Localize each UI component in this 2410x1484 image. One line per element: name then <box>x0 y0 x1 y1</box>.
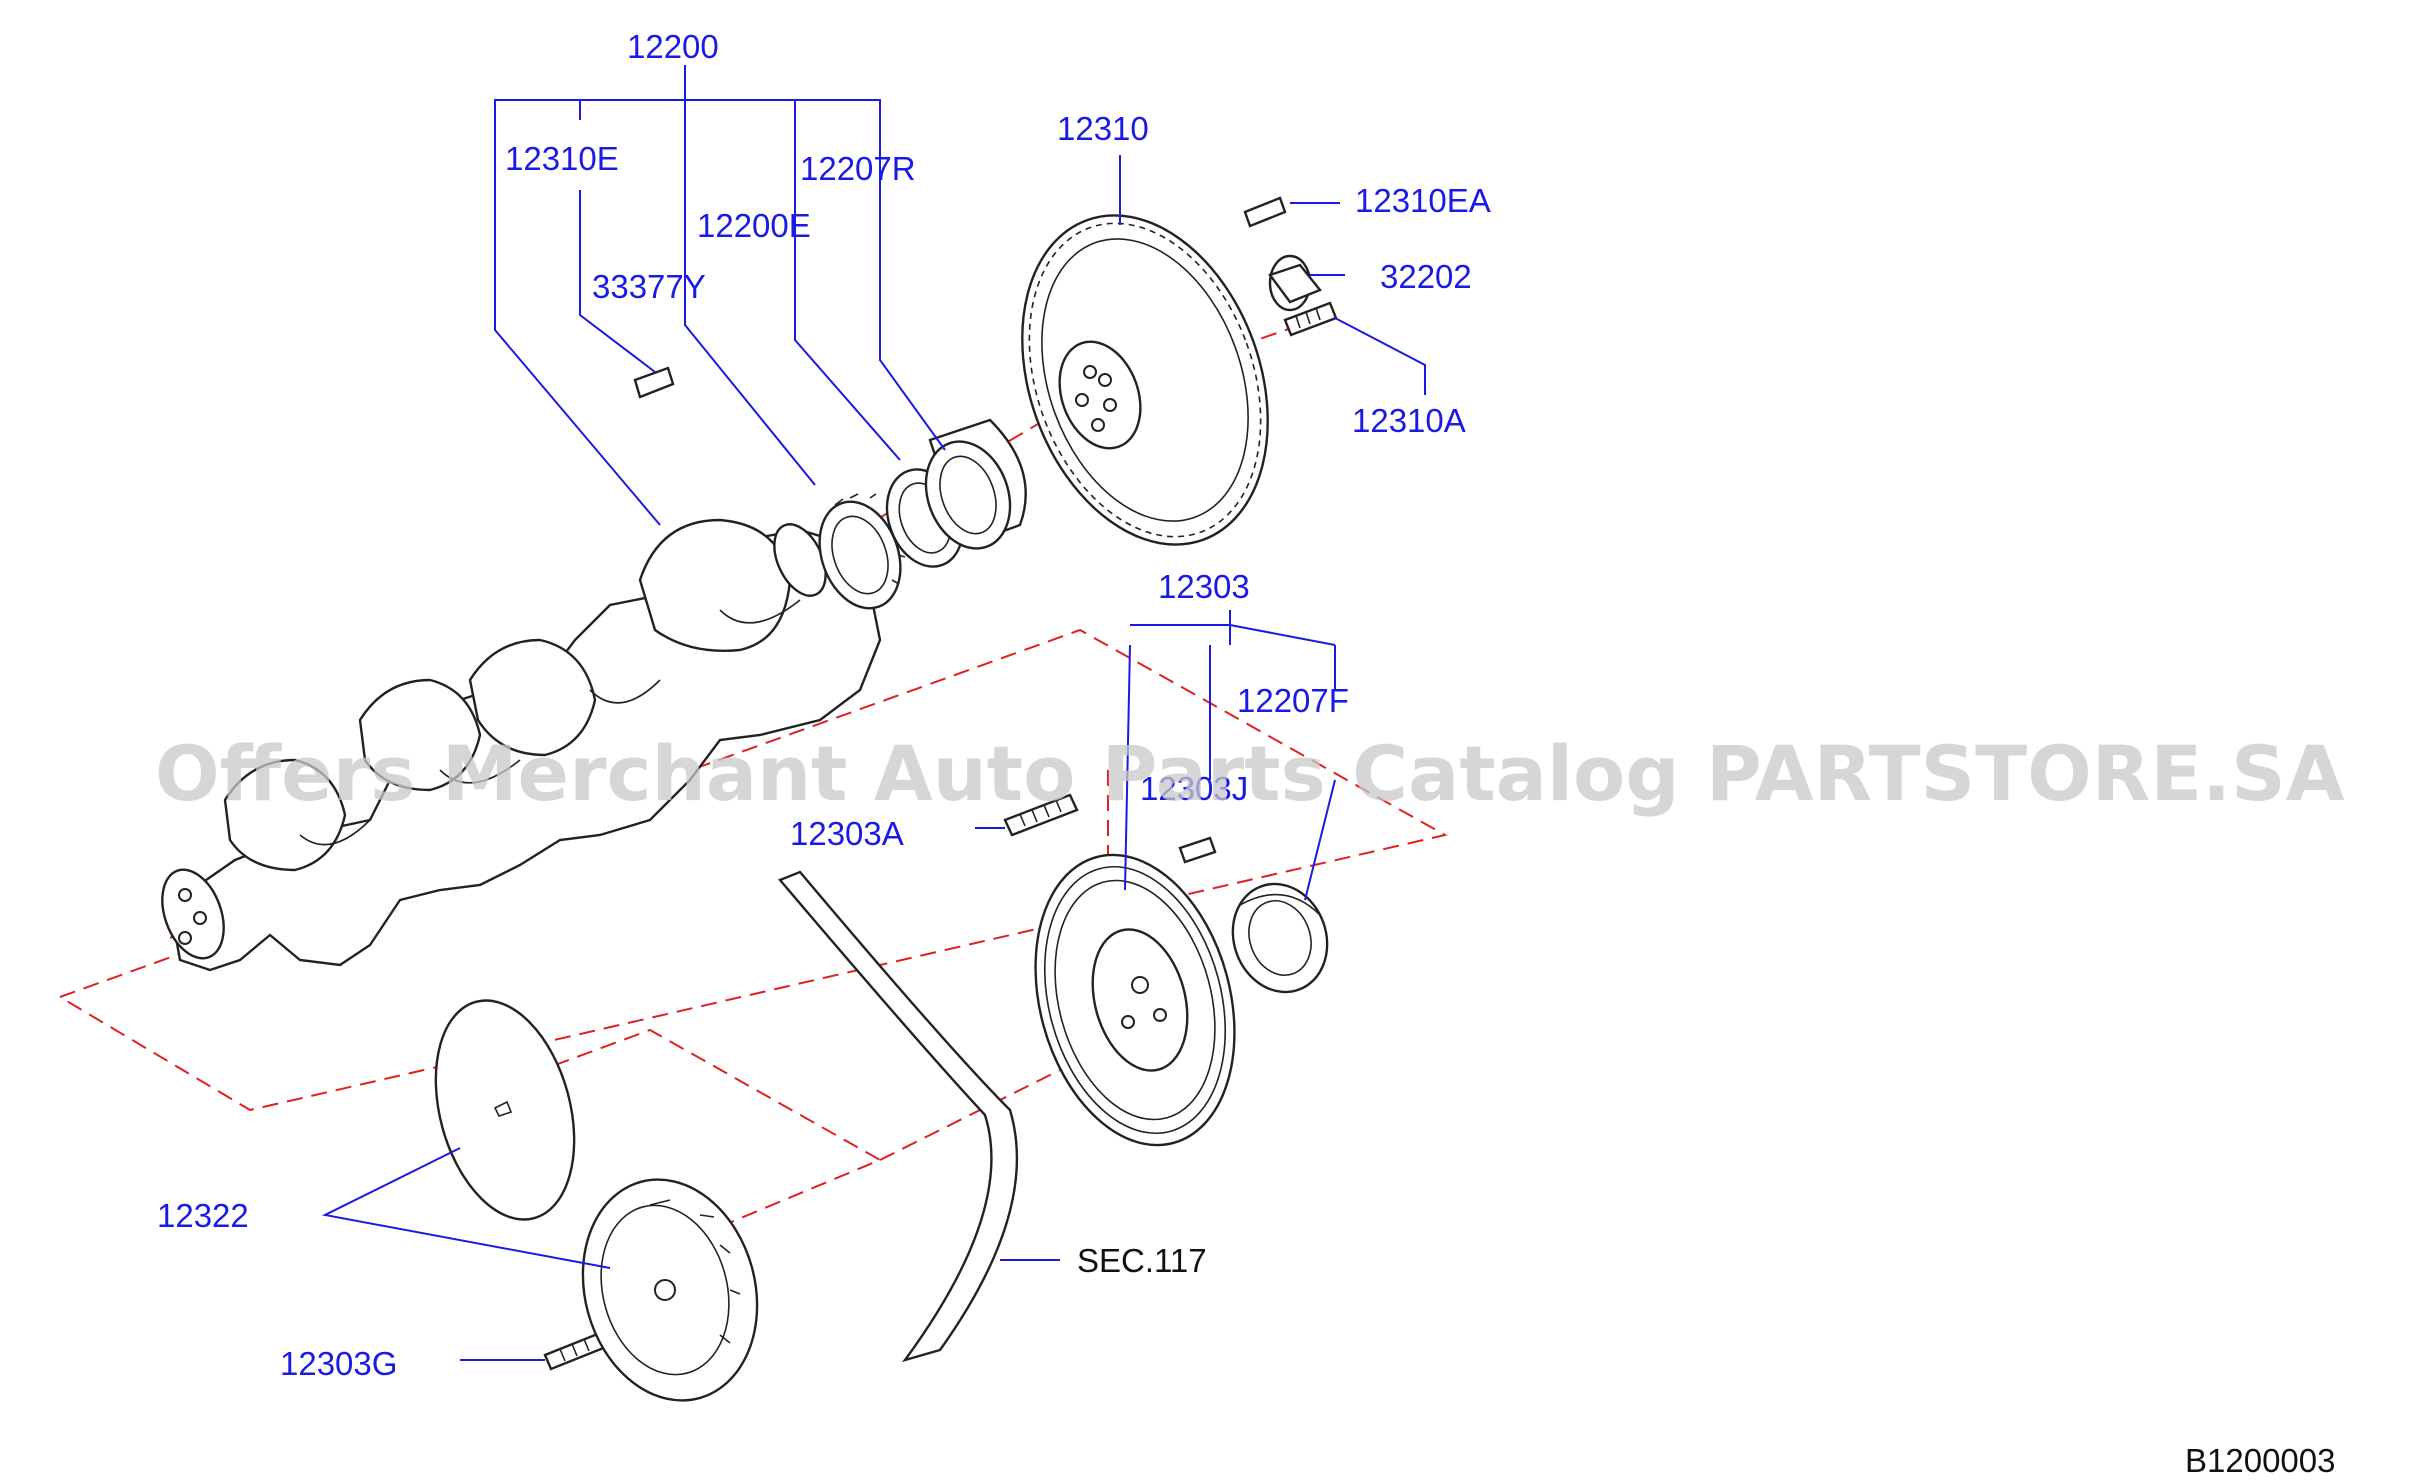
part-labels: 12200 12310E 12207R 12200E 33377Y 12310 … <box>157 28 1491 1382</box>
label-12303G: 12303G <box>280 1345 397 1382</box>
label-12310: 12310 <box>1057 110 1149 147</box>
crankshaft <box>161 518 882 972</box>
rear-gear <box>818 493 906 610</box>
label-12200: 12200 <box>627 28 719 65</box>
label-32202: 32202 <box>1380 258 1472 295</box>
crank-pulley <box>1034 853 1236 1147</box>
damper-housing <box>581 1178 759 1402</box>
label-12322: 12322 <box>157 1197 249 1234</box>
label-sec117: SEC.117 <box>1077 1242 1207 1279</box>
label-12310E: 12310E <box>505 140 619 177</box>
label-12207R: 12207R <box>800 150 916 187</box>
damper-plate <box>434 999 576 1221</box>
label-12310EA: 12310EA <box>1355 182 1491 219</box>
rear-seal <box>924 418 1027 550</box>
label-33377Y: 33377Y <box>592 268 706 305</box>
label-12303: 12303 <box>1158 568 1250 605</box>
watermark-text: Offers Merchant Auto Parts Catalog PARTS… <box>155 729 2345 818</box>
drive-belt <box>778 870 1019 1363</box>
label-12207F: 12207F <box>1237 682 1349 719</box>
key-pin-pulley <box>1178 836 1217 864</box>
leader-lines <box>321 65 1426 1361</box>
dowel-pin-flywheel <box>1243 196 1287 228</box>
label-12200E: 12200E <box>697 207 811 244</box>
label-12303A: 12303A <box>790 815 904 852</box>
label-12310A: 12310A <box>1352 402 1466 439</box>
flywheel <box>1021 214 1269 546</box>
pilot-bushing <box>1268 254 1322 312</box>
front-seal <box>1231 882 1329 994</box>
pulley-bolt <box>1003 793 1079 837</box>
diagram-code: B1200003 <box>2185 1442 2335 1479</box>
label-12303J: 12303J <box>1140 770 1248 807</box>
dowel-pin-rear <box>633 366 675 399</box>
